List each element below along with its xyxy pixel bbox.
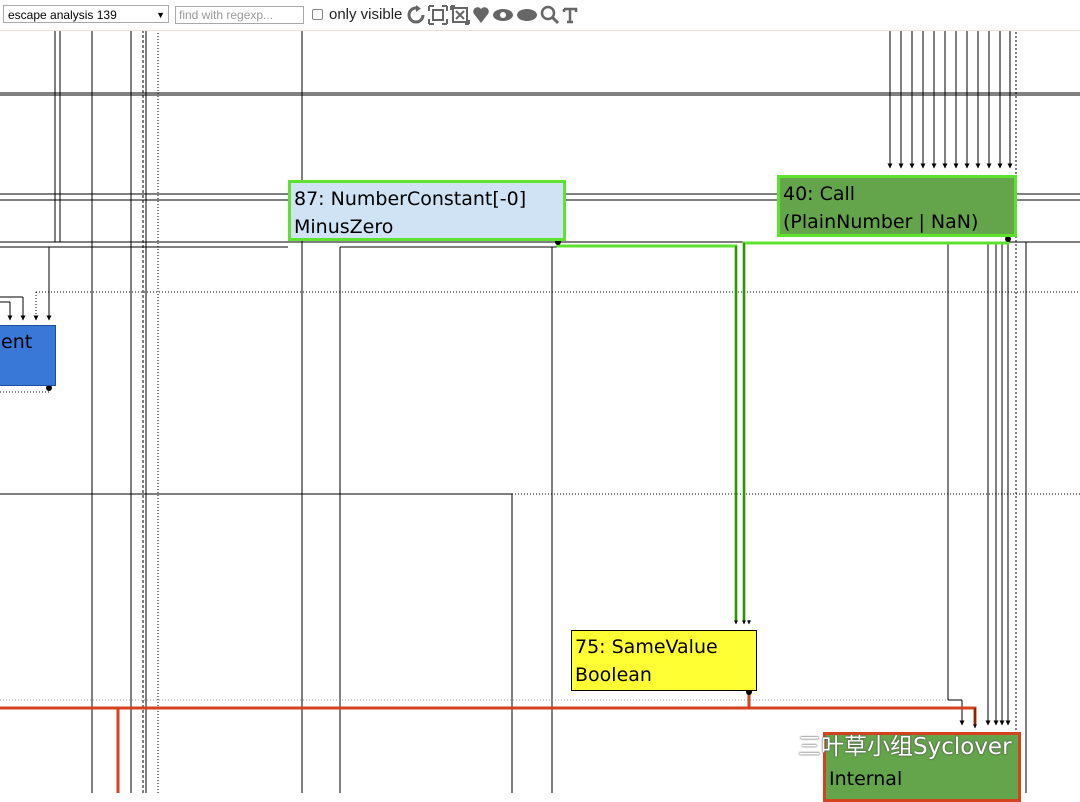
toolbar-icon-group [406,4,578,26]
hide-unselected-icon[interactable] [472,5,490,25]
toggle-text-icon[interactable] [562,5,578,25]
graph-node-87[interactable]: 87: NumberConstant[-0] MinusZero [288,180,566,241]
graph-node-40[interactable]: 40: Call (PlainNumber | NaN) [777,175,1017,237]
watermark: 三叶草小组Syclover [752,727,1012,761]
phase-select-value: escape analysis 139 [8,8,117,22]
wechat-icon [754,731,789,756]
graph-node-75[interactable]: 75: SameValue Boolean [571,630,757,691]
graph-node-partial-left[interactable]: ent [0,325,56,386]
output-dots [46,236,1011,695]
node-type: Internal [829,768,903,790]
chevron-down-icon: ▼ [156,10,165,20]
only-visible-label: only visible [329,6,403,23]
search-input[interactable] [175,6,304,24]
node-type: Boolean [575,664,652,686]
only-visible-checkbox[interactable] [312,9,323,20]
node-type: MinusZero [294,216,394,238]
highlighted-edges [0,240,1010,793]
show-all-icon[interactable] [428,5,448,25]
hide-selected-icon[interactable] [492,5,514,25]
watermark-text: 三叶草小组Syclover [798,734,1012,760]
node-title: 87: NumberConstant[-0] [294,188,527,210]
node-type: (PlainNumber | NaN) [783,211,979,233]
graph-node-partial-bottom[interactable]: Internal [823,732,1021,802]
node-title: 40: Call [783,183,856,205]
zoom-selection-icon[interactable] [540,5,560,25]
toggle-types-icon[interactable] [516,5,538,25]
toggle-hide-icon[interactable] [450,5,470,25]
node-title: 75: SameValue [575,636,718,658]
node-label: ent [1,331,33,353]
phase-select[interactable]: escape analysis 139 ▼ [3,5,169,23]
layout-icon[interactable] [406,5,426,25]
only-visible-toggle[interactable]: only visible [312,6,402,23]
toolbar: escape analysis 139 ▼ only visible [0,0,1080,31]
